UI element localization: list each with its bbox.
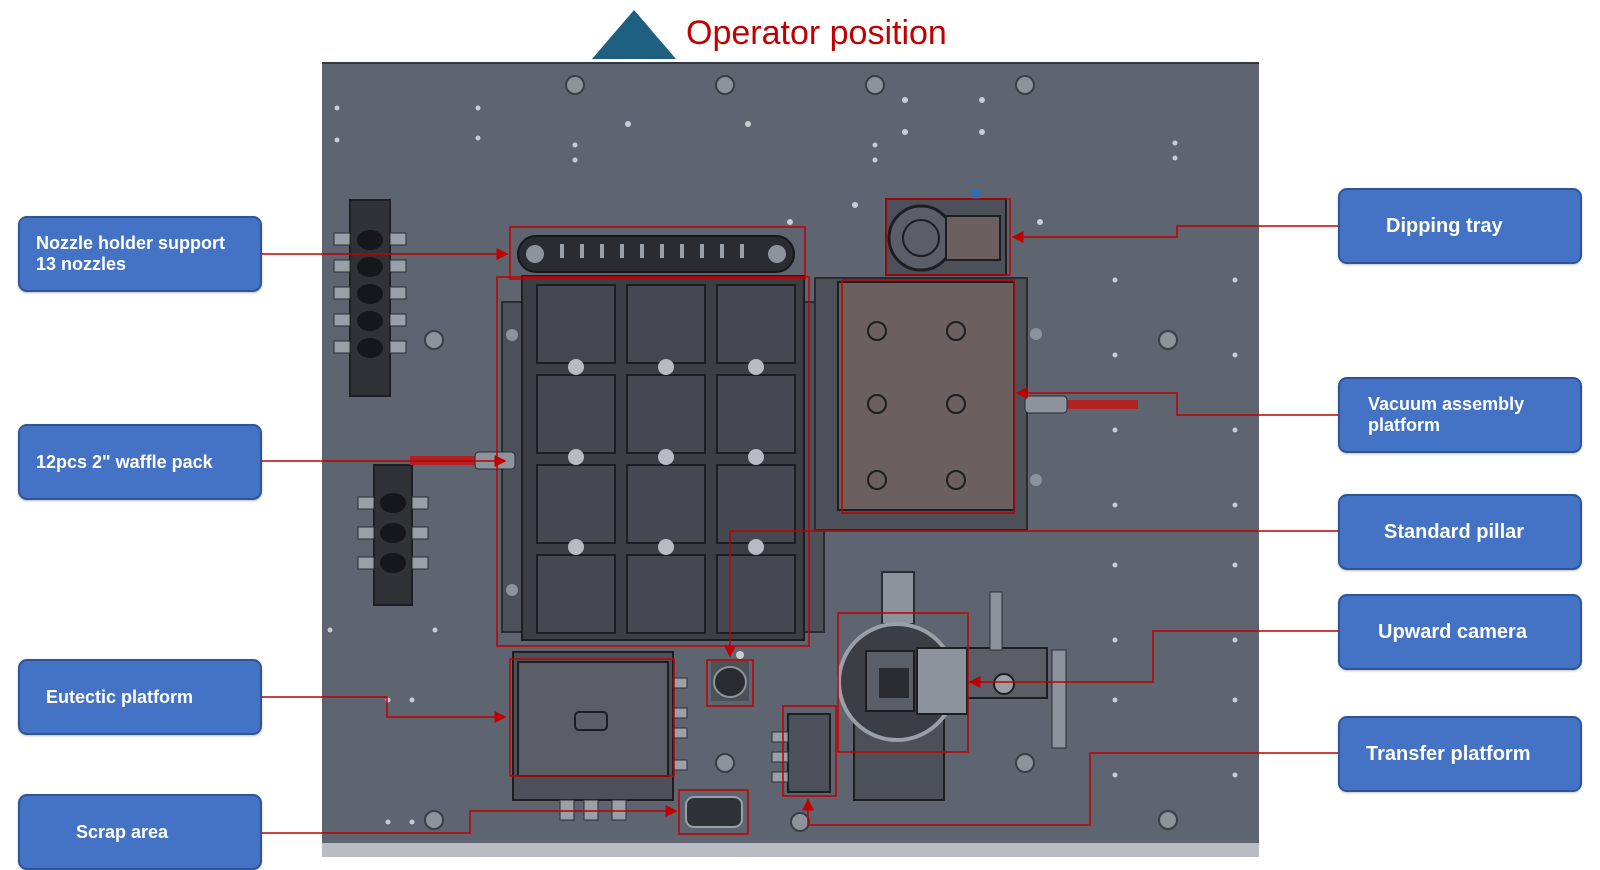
callout-transfer-platform: Transfer platform <box>1338 716 1582 792</box>
callout-nozzle-holder-support-label: Nozzle holder support 13 nozzles <box>36 233 225 274</box>
plate-small-holes <box>327 97 1238 825</box>
leader-camera <box>968 630 1340 688</box>
callout-transfer-platform-label: Transfer platform <box>1366 742 1531 765</box>
leader-pillar <box>724 530 1340 658</box>
highlight-camera <box>837 612 969 753</box>
nozzle-holder-bar <box>517 235 795 273</box>
highlight-pillar <box>706 659 754 707</box>
leader-transfer <box>802 752 1340 826</box>
callout-eutectic-platform: Eutectic platform <box>18 659 262 735</box>
leader-eutectic <box>260 696 507 723</box>
callout-scrap-area: Scrap area <box>18 794 262 870</box>
nozzle-holder-manifold-top <box>333 199 407 397</box>
callout-upward-camera-label: Upward camera <box>1378 620 1527 643</box>
operator-position-title: Operator position <box>686 14 947 52</box>
callout-vacuum-assembly-platform: Vacuum assembly platform <box>1338 377 1582 453</box>
callout-nozzle-holder-support: Nozzle holder support 13 nozzles <box>18 216 262 292</box>
plate-screws <box>424 75 1178 832</box>
callout-dipping-tray: Dipping tray <box>1338 188 1582 264</box>
callout-dipping-tray-label: Dipping tray <box>1386 214 1503 237</box>
callout-vacuum-assembly-platform-label: Vacuum assembly platform <box>1368 394 1525 435</box>
leader-scrap <box>260 805 678 834</box>
operator-position-marker <box>592 10 676 59</box>
eutectic-platform <box>512 651 688 821</box>
leader-lines <box>260 225 1340 834</box>
dipping-tray <box>885 189 1007 276</box>
highlight-dipping-tray <box>885 198 1011 276</box>
callout-standard-pillar: Standard pillar <box>1338 494 1582 570</box>
vacuum-assembly-platform <box>814 277 1138 531</box>
leader-vacuum <box>1015 387 1340 416</box>
transfer-platform <box>771 713 831 793</box>
standard-pillar <box>711 661 749 701</box>
scrap-area <box>685 796 743 828</box>
highlight-transfer <box>782 705 837 797</box>
callout-upward-camera: Upward camera <box>1338 594 1582 670</box>
callout-scrap-area-label: Scrap area <box>76 821 169 842</box>
upward-camera <box>837 571 1067 801</box>
highlight-nozzle-holder <box>509 226 806 280</box>
nozzle-holder-manifold-bottom <box>357 464 429 606</box>
highlight-scrap <box>678 789 749 835</box>
callout-waffle-pack: 12pcs 2" waffle pack <box>18 424 262 500</box>
callout-waffle-pack-label: 12pcs 2" waffle pack <box>36 451 213 472</box>
highlight-vacuum-platform <box>841 279 1015 514</box>
callout-eutectic-platform-label: Eutectic platform <box>46 686 194 707</box>
highlight-boxes <box>496 198 1015 835</box>
highlight-eutectic <box>509 658 675 777</box>
callout-standard-pillar-label: Standard pillar <box>1384 520 1525 543</box>
leader-dipping <box>1011 225 1340 243</box>
